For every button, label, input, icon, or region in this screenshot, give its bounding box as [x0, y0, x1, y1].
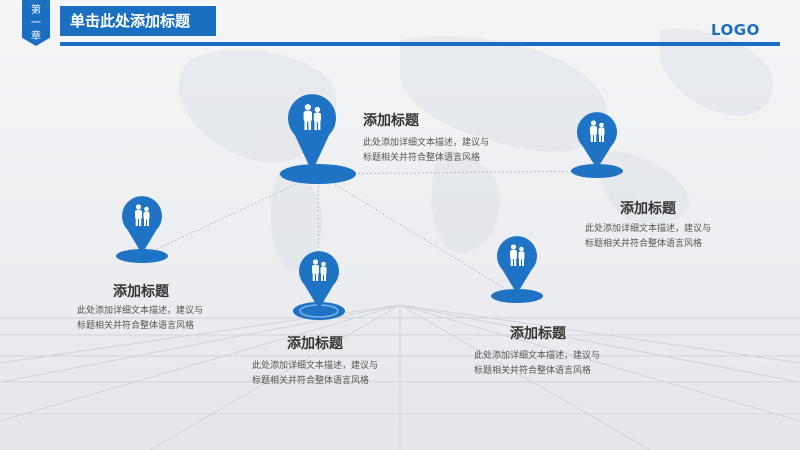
node-4-desc-line1: 此处添加详细文本描述，建议与 [252, 361, 379, 371]
slide-title[interactable]: 单击此处添加标题 [60, 6, 216, 36]
node-1-description[interactable]: 此处添加详细文本描述，建议与 标题相关并符合整体语言风格 [363, 136, 489, 166]
pin-base-shadow [280, 164, 356, 184]
pin-markers [116, 94, 623, 320]
node-2-title[interactable]: 添加标题 [620, 201, 676, 217]
connector-line-2 [141, 173, 319, 257]
location-pin-3[interactable] [116, 196, 168, 263]
pin-base-shadow [571, 164, 623, 178]
node-5-title[interactable]: 添加标题 [510, 326, 566, 342]
chapter-label-line2: 一 [31, 18, 41, 29]
logo: LOGO [711, 21, 760, 39]
pin-head [299, 251, 339, 309]
pin-base-shadow [491, 289, 543, 303]
node-3-desc-line2: 标题相关并符合整体语言风格 [77, 321, 195, 331]
chapter-label-line1: 第 [31, 5, 41, 16]
node-5-desc-line2: 标题相关并符合整体语言风格 [474, 366, 592, 376]
pin-base-shadow [116, 249, 168, 263]
pin-head [577, 112, 617, 169]
node-4-title[interactable]: 添加标题 [287, 336, 343, 352]
chapter-tab: 第 一 章 [22, 0, 50, 46]
node-4-description[interactable]: 此处添加详细文本描述，建议与 标题相关并符合整体语言风格 [252, 359, 378, 389]
connector-line-1 [317, 170, 598, 175]
world-map-decoration [179, 29, 773, 271]
pin-head [288, 94, 337, 172]
node-3-title[interactable]: 添加标题 [113, 284, 169, 300]
node-1-title[interactable]: 添加标题 [363, 113, 419, 129]
node-5-description[interactable]: 此处添加详细文本描述，建议与 标题相关并符合整体语言风格 [474, 349, 600, 379]
node-3-description[interactable]: 此处添加详细文本描述，建议与 标题相关并符合整体语言风格 [77, 304, 203, 334]
node-3-desc-line1: 此处添加详细文本描述，建议与 [77, 306, 204, 316]
header-divider [60, 42, 780, 46]
node-1-desc-line2: 标题相关并符合整体语言风格 [363, 153, 481, 163]
connector-lines [141, 170, 598, 312]
location-pin-1[interactable] [280, 94, 356, 184]
node-1-desc-line1: 此处添加详细文本描述，建议与 [363, 138, 490, 148]
node-4-desc-line2: 标题相关并符合整体语言风格 [252, 376, 370, 386]
connector-line-3 [317, 173, 320, 312]
node-2-desc-line1: 此处添加详细文本描述，建议与 [585, 224, 712, 234]
location-pin-4[interactable] [293, 251, 345, 320]
floor-grid [0, 304, 800, 450]
chapter-label-line3: 章 [31, 31, 41, 42]
connector-line-4 [317, 173, 518, 297]
location-pin-5[interactable] [491, 236, 543, 303]
node-2-desc-line2: 标题相关并符合整体语言风格 [585, 239, 703, 249]
node-5-desc-line1: 此处添加详细文本描述，建议与 [474, 351, 601, 361]
pin-head [121, 196, 162, 254]
location-pin-2[interactable] [571, 112, 623, 178]
node-2-description[interactable]: 此处添加详细文本描述，建议与 标题相关并符合整体语言风格 [585, 222, 711, 252]
pin-head [497, 236, 538, 294]
